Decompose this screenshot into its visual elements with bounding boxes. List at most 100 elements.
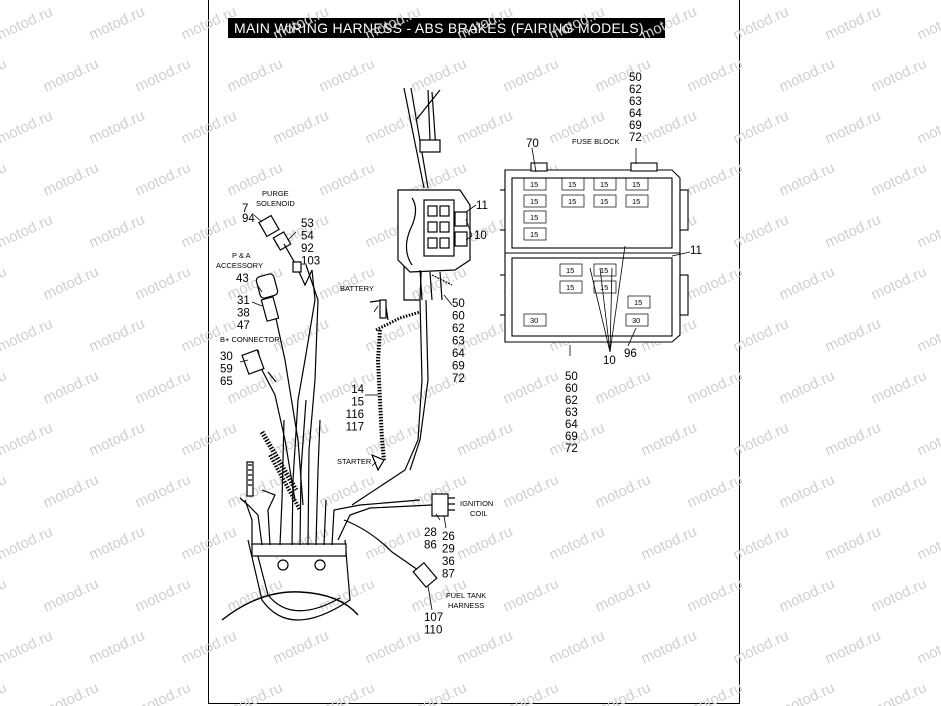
watermark-text: motod.ru	[593, 679, 654, 706]
watermark-text: motod.ru	[317, 679, 378, 706]
watermark-text: motod.ru	[823, 523, 884, 563]
watermark-text: motod.ru	[0, 419, 55, 459]
fuse-cell: 30	[523, 313, 547, 327]
diagram-sheet	[208, 0, 740, 704]
watermark-text: motod.ru	[179, 627, 240, 667]
watermark-text: motod.ru	[363, 627, 424, 667]
watermark-text: motod.ru	[317, 55, 378, 95]
watermark-text: motod.ru	[41, 263, 102, 303]
callout-fuse-top-0: 50	[629, 72, 642, 84]
watermark-text: motod.ru	[0, 315, 55, 355]
watermark-text: motod.ru	[685, 679, 746, 706]
watermark-text: motod.ru	[179, 211, 240, 251]
watermark-text: motod.ru	[777, 159, 838, 199]
watermark-text: motod.ru	[731, 523, 792, 563]
watermark-text: motod.ru	[133, 575, 194, 615]
watermark-text: motod.ru	[501, 679, 562, 706]
fuse-rating: 15	[566, 283, 574, 292]
watermark-text: motod.ru	[87, 627, 148, 667]
watermark-text: motod.ru	[363, 3, 424, 43]
callout-bplus-1: 59	[220, 364, 233, 376]
watermark-text: motod.ru	[777, 575, 838, 615]
watermark-text: motod.ru	[0, 159, 9, 199]
watermark-text: motod.ru	[133, 263, 194, 303]
watermark-text: motod.ru	[87, 523, 148, 563]
watermark-text: motod.ru	[87, 419, 148, 459]
watermark-text: motod.ru	[271, 627, 332, 667]
callout-purge-right-2: 92	[301, 243, 314, 255]
callout-fuse-bottom-3: 63	[565, 407, 578, 419]
watermark-text: motod.ru	[455, 523, 516, 563]
watermark-text: motod.ru	[547, 627, 608, 667]
watermark-text: motod.ru	[41, 159, 102, 199]
watermark-text: motod.ru	[0, 55, 9, 95]
watermark-text: motod.ru	[685, 55, 746, 95]
watermark-text: motod.ru	[731, 315, 792, 355]
label-coil: COIL	[470, 509, 488, 518]
leader-lines	[239, 204, 477, 611]
watermark-text: motod.ru	[593, 55, 654, 95]
watermark-text: motod.ru	[0, 471, 9, 511]
watermark-text: motod.ru	[0, 627, 55, 667]
callout-ign-left-1: 86	[424, 540, 437, 552]
watermark-text: motod.ru	[133, 55, 194, 95]
watermark-text: motod.ru	[639, 107, 700, 147]
watermark-text: motod.ru	[777, 55, 838, 95]
callout-fuel-tank-1: 110	[424, 625, 442, 637]
watermark-text: motod.ru	[225, 55, 286, 95]
callout-fuse-top-3: 64	[629, 108, 642, 120]
watermark-text: motod.ru	[133, 471, 194, 511]
callout-relay-10: 10	[474, 230, 487, 242]
fuse-cell: 15	[559, 263, 583, 277]
label-pa: P & A	[232, 251, 251, 260]
diagram-title: MAIN WIRING HARNESS - ABS BRAKES (FAIRIN…	[228, 18, 665, 38]
callout-battery-cable-3: 117	[346, 422, 364, 434]
label-ignition: IGNITION	[460, 499, 493, 508]
watermark-text: motod.ru	[0, 575, 9, 615]
watermark-text: motod.ru	[133, 679, 194, 706]
watermark-text: motod.ru	[593, 471, 654, 511]
callout-fuse-top-2: 63	[629, 96, 642, 108]
watermark-text: motod.ru	[455, 627, 516, 667]
watermark-text: motod.ru	[179, 419, 240, 459]
text-labels: PURGE SOLENOID P & A ACCESSORY B+ CONNEC…	[216, 137, 702, 610]
callout-fuse-bottom-0: 50	[565, 371, 578, 383]
callout-purge-right-1: 54	[301, 231, 314, 243]
watermark-text: motod.ru	[225, 679, 286, 706]
fuse-rating: 15	[600, 266, 608, 275]
watermark-text: motod.ru	[869, 263, 930, 303]
watermark-text: motod.ru	[271, 3, 332, 43]
callout-fuse-70: 70	[526, 138, 539, 150]
fuse-rating: 15	[600, 180, 608, 189]
callout-ign-right-3: 87	[442, 569, 455, 581]
watermark-text: motod.ru	[915, 3, 941, 43]
watermark-text: motod.ru	[915, 419, 941, 459]
fuse-rating: 15	[530, 213, 538, 222]
fuse-cell: 15	[561, 194, 585, 208]
callout-center-group-5: 69	[452, 361, 465, 373]
fuse-rating: 15	[568, 197, 576, 206]
fuse-cell: 15	[523, 210, 547, 224]
watermark-text: motod.ru	[409, 55, 470, 95]
fuse-block-drawing	[500, 162, 689, 343]
fuse-rating: 15	[600, 283, 608, 292]
watermark-text: motod.ru	[777, 679, 838, 706]
watermark-text: motod.ru	[179, 107, 240, 147]
callout-center-group-2: 62	[452, 323, 465, 335]
callout-pa-below-0: 31	[237, 295, 250, 307]
fuse-rating: 15	[632, 197, 640, 206]
watermark-text: motod.ru	[823, 419, 884, 459]
watermark-text: motod.ru	[179, 3, 240, 43]
label-harness: HARNESS	[448, 601, 484, 610]
watermark-text: motod.ru	[639, 523, 700, 563]
callout-pa-below-2: 47	[237, 320, 250, 332]
watermark-text: motod.ru	[87, 3, 148, 43]
watermark-text: motod.ru	[915, 627, 941, 667]
fuse-rating: 15	[530, 197, 538, 206]
callout-pa-0: 43	[236, 273, 249, 285]
watermark-text: motod.ru	[271, 107, 332, 147]
fuse-cell: 15	[593, 263, 617, 277]
watermark-text: motod.ru	[639, 419, 700, 459]
watermark-text: motod.ru	[87, 107, 148, 147]
